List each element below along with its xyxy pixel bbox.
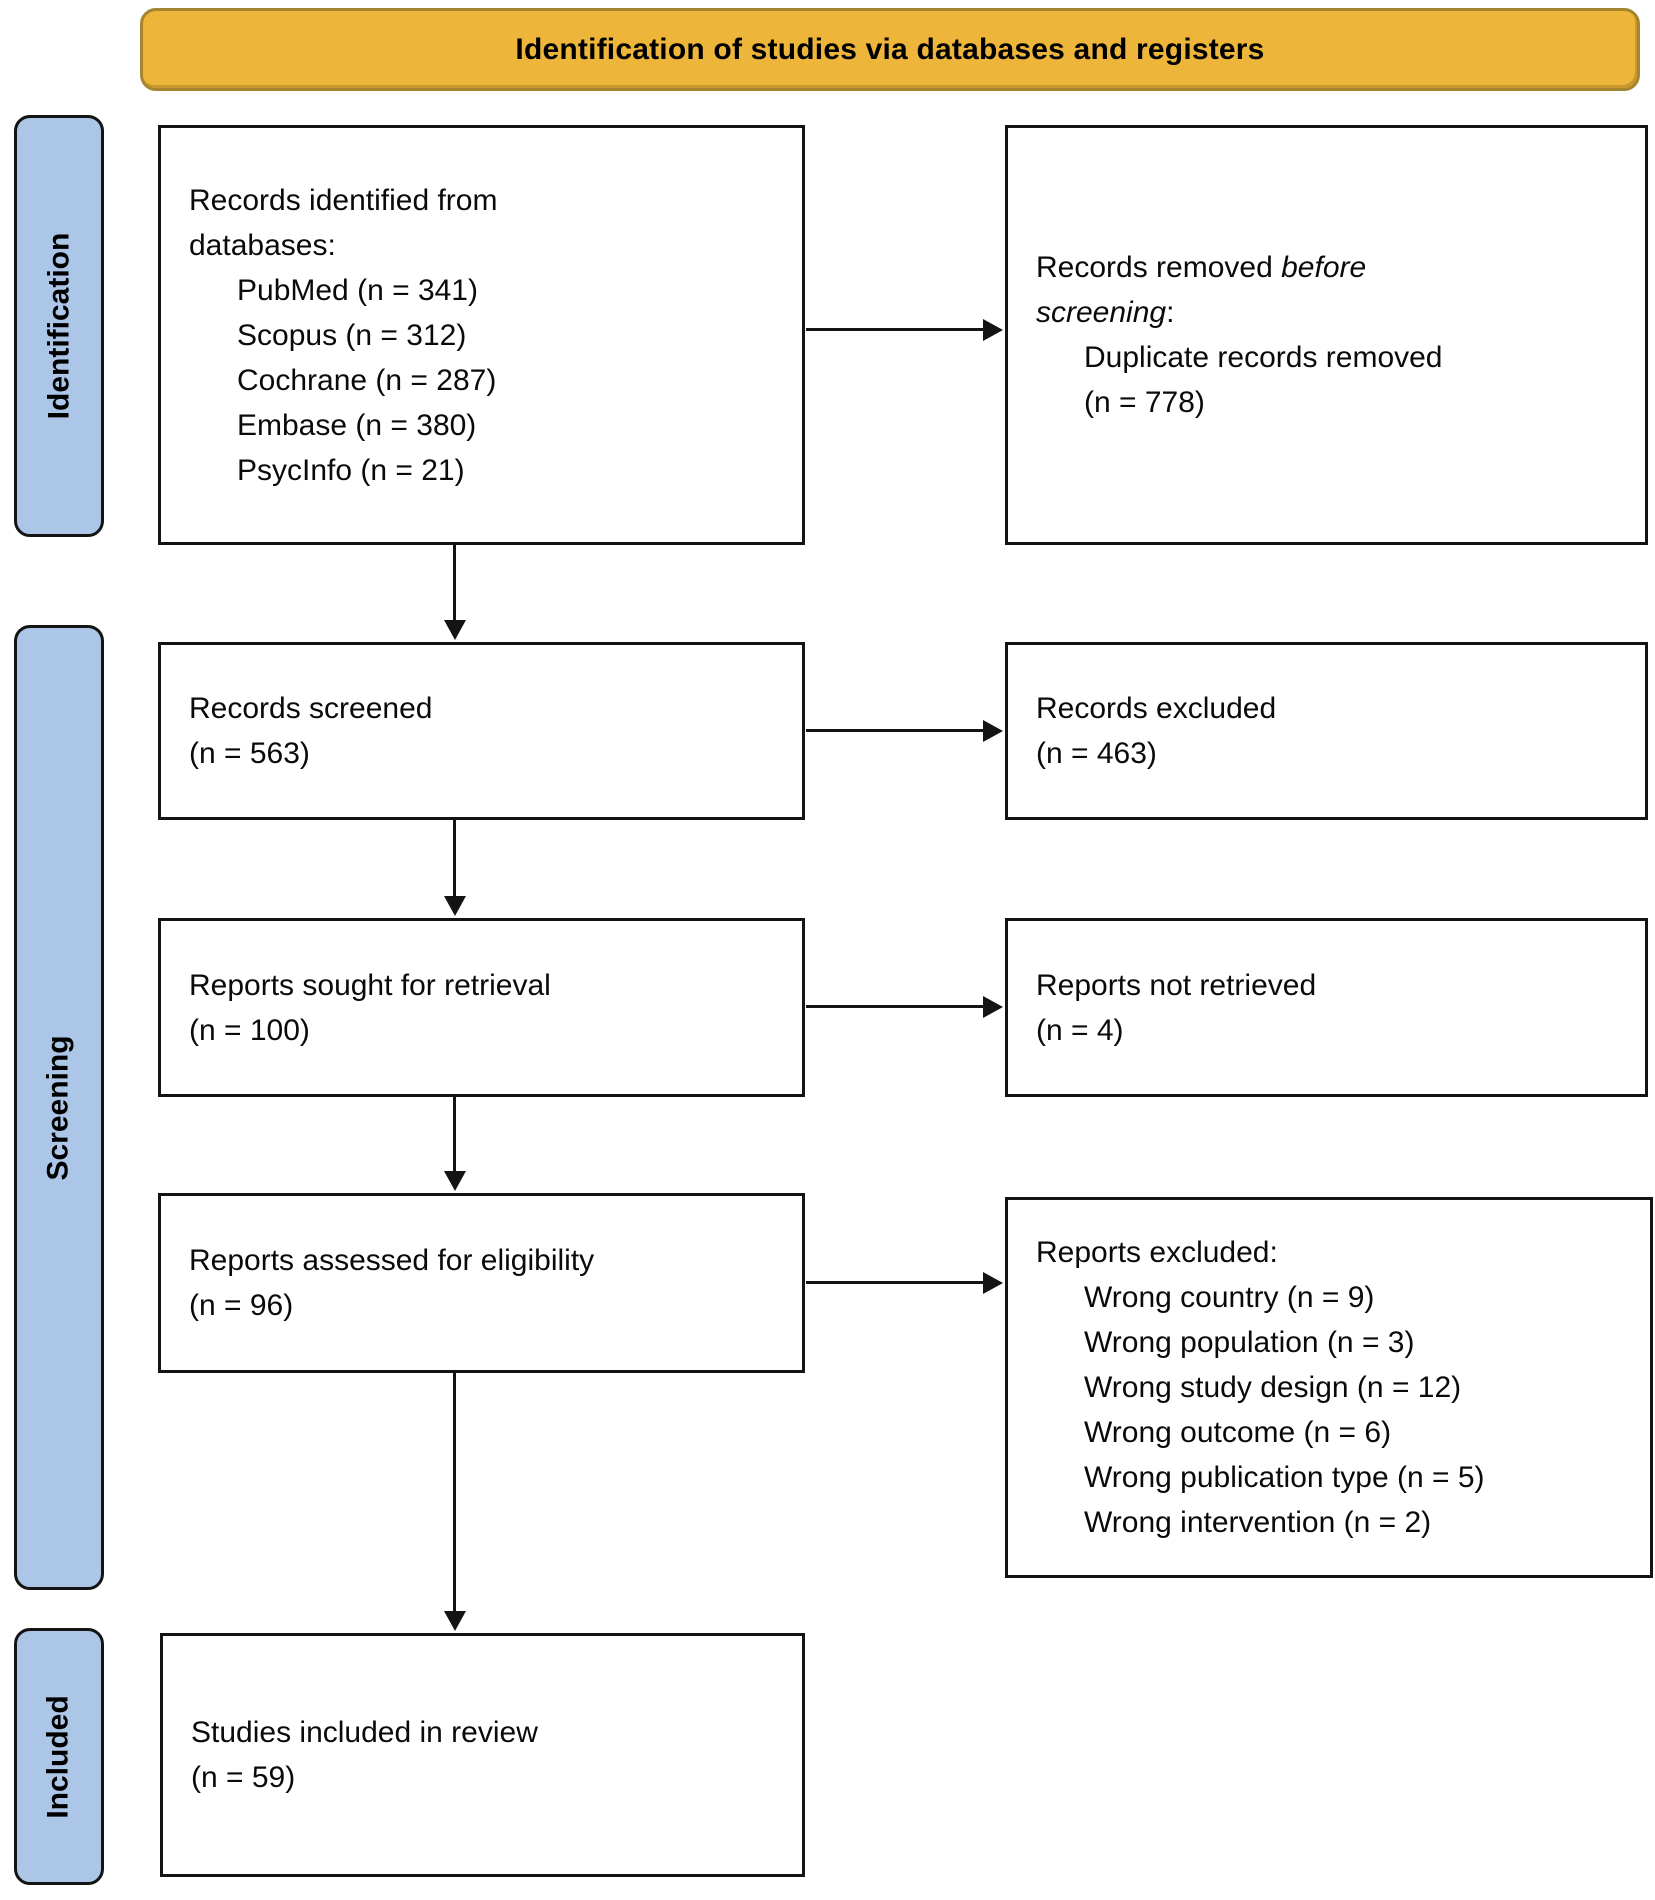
arrowhead-right-icon (983, 720, 1003, 742)
arrow-shaft (806, 1005, 984, 1008)
arrow-shaft (806, 1281, 984, 1284)
box-text-line: Records removed before (1036, 251, 1367, 284)
box-records-screened: Records screened (n = 563) (158, 642, 805, 820)
box-text-line: Wrong country (n = 9) (1084, 1281, 1375, 1314)
arrow-sought-to-assessed (444, 1097, 466, 1191)
box-text-line: Wrong outcome (n = 6) (1084, 1416, 1392, 1449)
box-text-line: (n = 778) (1084, 386, 1205, 419)
box-text-line: Records identified from (189, 183, 498, 217)
box-text-line: (n = 4) (1036, 1013, 1124, 1047)
box-reports-excluded-reasons: Reports excluded: Wrong country (n = 9) Wr… (1005, 1197, 1653, 1578)
arrow-shaft (453, 1373, 456, 1611)
box-text-line: Wrong publication type (n = 5) (1084, 1461, 1485, 1494)
stage-identification: Identification (14, 115, 104, 537)
box-reports-not-retrieved: Reports not retrieved (n = 4) (1005, 918, 1648, 1097)
box-text-line: PubMed (n = 341) (237, 273, 478, 307)
arrow-assessed-to-excluded-reasons (806, 1272, 1003, 1294)
box-text-line: Reports excluded: (1036, 1236, 1278, 1269)
stage-identification-label: Identification (42, 232, 76, 420)
box-text-line: (n = 563) (189, 737, 310, 770)
box-text-line: (n = 59) (191, 1761, 296, 1794)
box-records-excluded: Records excluded (n = 463) (1005, 642, 1648, 820)
box-text-line: (n = 463) (1036, 737, 1157, 770)
box-text-line: (n = 100) (189, 1013, 310, 1047)
arrowhead-down-icon (444, 1171, 466, 1191)
box-text-line: Wrong population (n = 3) (1084, 1326, 1415, 1359)
stage-included: Included (14, 1628, 104, 1885)
arrow-shaft (453, 545, 456, 620)
box-records-removed-before-screening: Records removed before screening: Duplicat… (1005, 125, 1648, 545)
box-text-line: (n = 96) (189, 1289, 294, 1322)
box-text-line: Embase (n = 380) (237, 408, 477, 442)
box-studies-included-in-review: Studies included in review (n = 59) (160, 1633, 805, 1877)
box-text-line: Reports not retrieved (1036, 968, 1317, 1002)
arrow-identified-to-screened (444, 545, 466, 640)
arrow-shaft (806, 729, 984, 732)
box-text-line: databases: (189, 228, 336, 262)
box-text-line: Records screened (189, 692, 433, 725)
box-text-line: screening: (1036, 296, 1175, 329)
box-text-line: Reports sought for retrieval (189, 968, 551, 1002)
arrow-screened-to-excluded (806, 720, 1003, 742)
box-text-line: Reports assessed for eligibility (189, 1244, 595, 1277)
stage-screening: Screening (14, 625, 104, 1590)
box-reports-assessed-for-eligibility: Reports assessed for eligibility (n = 96) (158, 1193, 805, 1373)
box-text-line: Records excluded (1036, 692, 1277, 725)
box-reports-sought-for-retrieval: Reports sought for retrieval (n = 100) (158, 918, 805, 1097)
box-text-line: Wrong study design (n = 12) (1084, 1371, 1462, 1404)
arrow-identified-to-removed (806, 319, 1003, 341)
arrow-assessed-to-included (444, 1373, 466, 1631)
box-text-line: Studies included in review (191, 1716, 538, 1749)
banner-identification-of-studies: Identification of studies via databases … (140, 8, 1640, 91)
arrow-shaft (453, 1097, 456, 1171)
box-text-line: Scopus (n = 312) (237, 318, 467, 352)
stage-screening-label: Screening (42, 1034, 75, 1181)
arrow-shaft (453, 820, 456, 896)
arrow-sought-to-not-retrieved (806, 996, 1003, 1018)
arrowhead-right-icon (983, 1272, 1003, 1294)
box-records-identified: Records identified from databases: PubMed … (158, 125, 805, 545)
arrow-screened-to-sought (444, 820, 466, 916)
arrow-shaft (806, 328, 984, 331)
arrowhead-down-icon (444, 1611, 466, 1631)
box-text-line: Cochrane (n = 287) (237, 363, 497, 397)
arrowhead-right-icon (983, 996, 1003, 1018)
box-text-line: Duplicate records removed (1084, 341, 1443, 374)
arrowhead-down-icon (444, 620, 466, 640)
box-text-line: Wrong intervention (n = 2) (1084, 1506, 1432, 1539)
arrowhead-right-icon (983, 319, 1003, 341)
banner-title: Identification of studies via databases … (515, 32, 1265, 66)
stage-included-label: Included (42, 1694, 75, 1819)
arrowhead-down-icon (444, 896, 466, 916)
box-text-line: PsycInfo (n = 21) (237, 453, 465, 487)
